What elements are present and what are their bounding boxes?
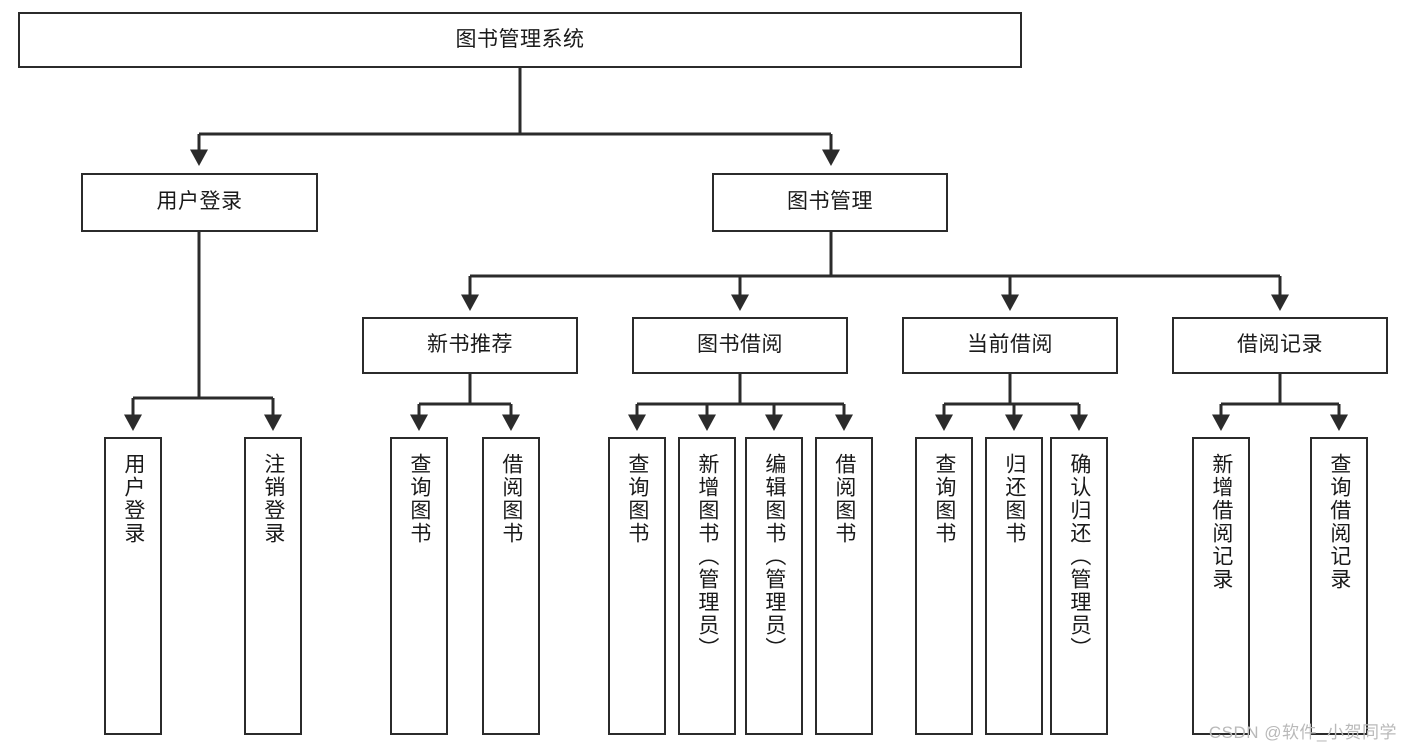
node-borrow-records-label: 借阅记录 [1237,333,1323,357]
node-leaf-query-record-label: 查询借阅记录 [1327,453,1351,591]
node-leaf-user-login[interactable]: 用户登录 [104,437,162,735]
node-leaf-borrow-book-rec-label: 借阅图书 [499,453,523,545]
node-leaf-query-book-rec[interactable]: 查询图书 [390,437,448,735]
node-leaf-add-record[interactable]: 新增借阅记录 [1192,437,1250,735]
node-root[interactable]: 图书管理系统 [18,12,1022,68]
node-current-borrow-label: 当前借阅 [967,333,1053,357]
node-leaf-user-login-label: 用户登录 [121,453,145,545]
node-borrow-records[interactable]: 借阅记录 [1172,317,1388,374]
node-book-borrow-label: 图书借阅 [697,333,783,357]
csdn-watermark: CSDN @软件_小贺同学 [1208,723,1397,742]
node-leaf-add-book-label: 新增图书（管理员） [695,453,719,660]
node-leaf-borrow-book-rec[interactable]: 借阅图书 [482,437,540,735]
node-leaf-logout[interactable]: 注销登录 [244,437,302,735]
node-user-login-label: 用户登录 [156,190,243,214]
node-leaf-logout-label: 注销登录 [261,453,285,545]
node-leaf-return-book-label: 归还图书 [1002,453,1026,545]
node-root-label: 图书管理系统 [455,27,585,51]
node-leaf-confirm-return-label: 确认归还（管理员） [1067,453,1091,660]
node-leaf-edit-book[interactable]: 编辑图书（管理员） [745,437,803,735]
node-leaf-query-record[interactable]: 查询借阅记录 [1310,437,1368,735]
node-new-book-recommend[interactable]: 新书推荐 [362,317,578,374]
node-leaf-query-book-rec-label: 查询图书 [407,453,431,545]
node-leaf-query-book-borrow-label: 查询图书 [625,453,649,545]
node-book-manage[interactable]: 图书管理 [712,173,948,232]
node-book-manage-label: 图书管理 [787,190,873,214]
node-user-login[interactable]: 用户登录 [81,173,318,232]
node-leaf-query-book-borrow[interactable]: 查询图书 [608,437,666,735]
node-leaf-add-book[interactable]: 新增图书（管理员） [678,437,736,735]
node-leaf-borrow-book-label: 借阅图书 [832,453,856,545]
node-book-borrow[interactable]: 图书借阅 [632,317,848,374]
node-leaf-query-book-cur-label: 查询图书 [932,453,956,545]
node-current-borrow[interactable]: 当前借阅 [902,317,1118,374]
node-leaf-edit-book-label: 编辑图书（管理员） [762,453,786,660]
node-leaf-return-book[interactable]: 归还图书 [985,437,1043,735]
node-leaf-query-book-cur[interactable]: 查询图书 [915,437,973,735]
node-leaf-borrow-book[interactable]: 借阅图书 [815,437,873,735]
node-leaf-add-record-label: 新增借阅记录 [1209,453,1233,591]
node-leaf-confirm-return[interactable]: 确认归还（管理员） [1050,437,1108,735]
node-new-book-recommend-label: 新书推荐 [427,333,513,357]
